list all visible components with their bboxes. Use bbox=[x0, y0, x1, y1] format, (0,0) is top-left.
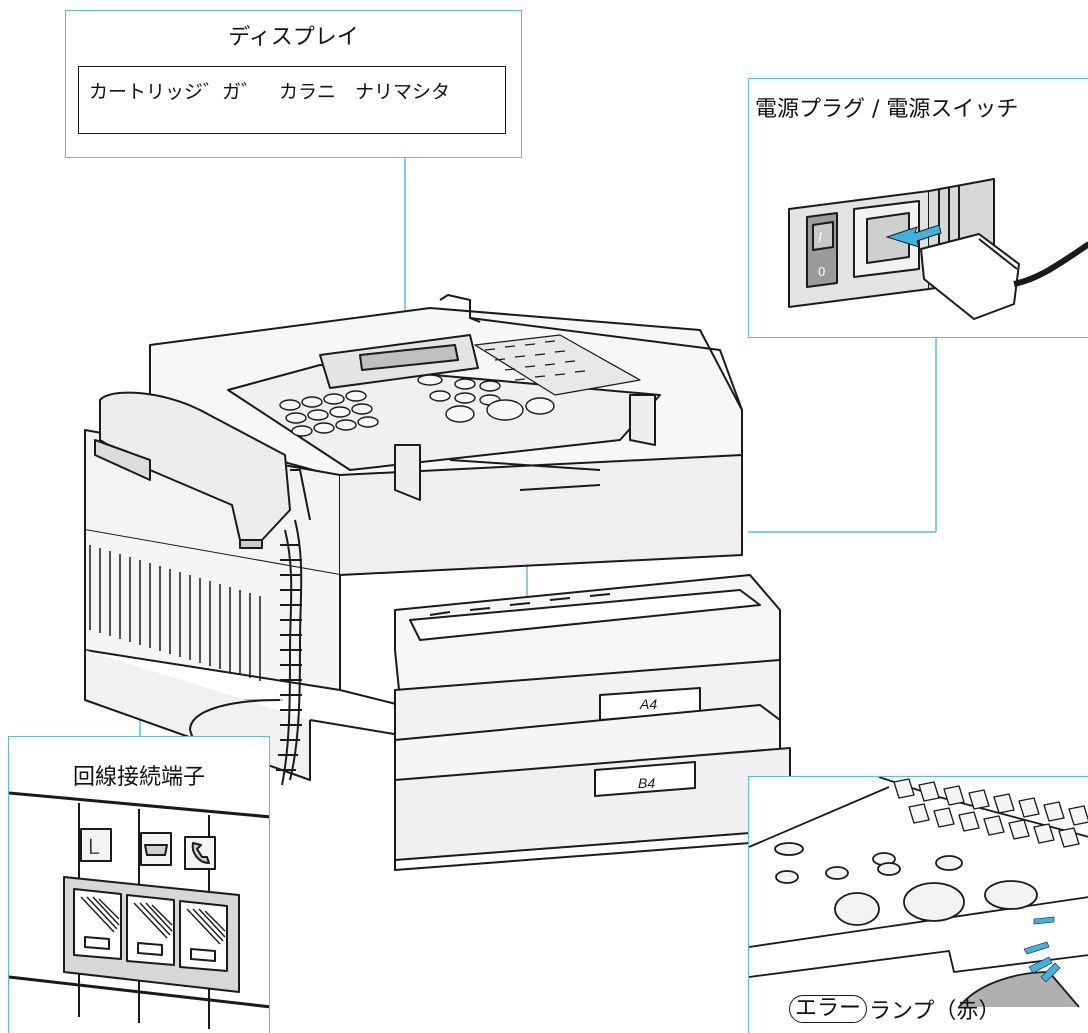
handset bbox=[99, 391, 291, 541]
vent-grille bbox=[89, 545, 261, 681]
port-l-mark: L bbox=[88, 834, 100, 859]
lcd-screen bbox=[359, 344, 459, 371]
error-lamp-illustration bbox=[749, 777, 1088, 1008]
cassette-b4-label-slot bbox=[594, 761, 696, 797]
display-message: カートリッジ゛ガ゛ カラニ ナリマシタ bbox=[89, 81, 451, 103]
callout-display: ディスプレイ カートリッジ゛ガ゛ カラニ ナリマシタ bbox=[65, 10, 522, 158]
callout-line-terminals: 回線接続端子 L bbox=[8, 736, 270, 1033]
document-guide bbox=[394, 444, 421, 501]
paper-feeder bbox=[439, 294, 743, 411]
tray-label-b4: B4 bbox=[638, 775, 655, 791]
display-title: ディスプレイ bbox=[228, 25, 359, 50]
error-lamp-name: エラー bbox=[789, 995, 868, 1023]
display-screen: カートリッジ゛ガ゛ カラニ ナリマシタ bbox=[78, 66, 506, 134]
switch-on-mark: I bbox=[818, 229, 822, 245]
one-touch-keys bbox=[474, 334, 641, 396]
power-cord-plug bbox=[920, 233, 1020, 320]
keypad bbox=[279, 374, 555, 437]
line-port-l-icon bbox=[80, 828, 112, 862]
switch-off-mark: 0 bbox=[818, 264, 825, 279]
callout-error-lamp: エラー ランプ（赤） bbox=[748, 776, 1088, 1033]
lamp-flash-icon bbox=[1023, 916, 1061, 983]
power-title: 電源プラグ / 電源スイッチ bbox=[755, 97, 1019, 122]
tray-label-a4: A4 bbox=[639, 696, 657, 712]
power-illustration: I 0 bbox=[788, 178, 1088, 320]
insert-arrow-icon bbox=[885, 224, 942, 248]
line-terminals-illustration: L bbox=[9, 791, 269, 1029]
callout-power: 電源プラグ / 電源スイッチ I 0 bbox=[748, 78, 1088, 338]
error-lamp-title: エラー ランプ（赤） bbox=[789, 993, 1000, 1025]
line-terminals-title: 回線接続端子 bbox=[72, 765, 205, 790]
error-lamp-color-text: ランプ（赤） bbox=[869, 999, 1001, 1024]
